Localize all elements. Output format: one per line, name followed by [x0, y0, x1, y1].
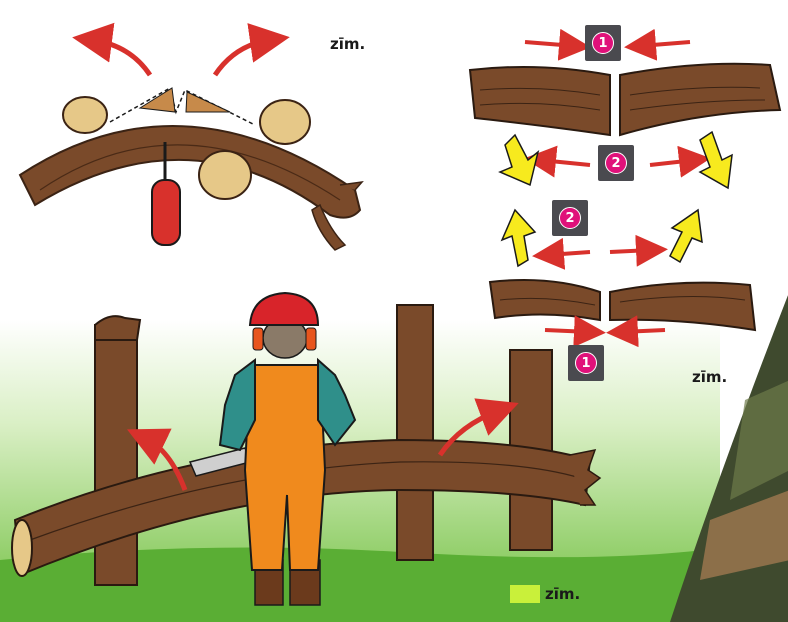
grass-foreground [0, 547, 720, 622]
post-middle [396, 304, 434, 561]
branch-stub [311, 203, 347, 251]
log-lower-right-half [609, 281, 757, 332]
figure-label-middle-right: zīm. [692, 368, 728, 386]
figure-label-top: zīm. [330, 35, 366, 53]
log-round-bottom [198, 150, 252, 200]
log-round-right [259, 99, 311, 145]
forest-worker [188, 291, 357, 606]
yellow-arrow-down-right [698, 130, 733, 190]
yellow-arrow-up-left [500, 208, 537, 268]
log-upper-left-half [468, 65, 611, 137]
step-badge-1-top: 1 [585, 25, 621, 61]
color-swatch [510, 585, 540, 603]
red-arrow-top-right [212, 23, 290, 77]
step-badge-1-bottom: 1 [568, 345, 604, 381]
bent-trunk-top-left [18, 125, 362, 219]
red-arrow-bottom-right [437, 398, 519, 457]
red-arrow-top-left [72, 22, 153, 77]
log-end-left [11, 519, 33, 577]
yellow-arrow-up-right [669, 208, 703, 264]
step-badge-2-upper: 2 [598, 145, 634, 181]
overalls [243, 364, 327, 571]
cut-wedge [109, 86, 256, 126]
red-arrow-bottom-left [126, 428, 188, 491]
yellow-arrow-down-left [498, 133, 540, 187]
shirt [218, 358, 256, 452]
figure-label-bottom: zīm. [545, 585, 581, 603]
helmet [248, 291, 320, 326]
log-round-left [62, 96, 108, 134]
step-badge-2-lower: 2 [552, 200, 588, 236]
log-upper-right-half [619, 62, 782, 137]
hanging-weight [151, 179, 181, 246]
log-lower-left-half [488, 278, 601, 322]
post-left [94, 324, 138, 586]
